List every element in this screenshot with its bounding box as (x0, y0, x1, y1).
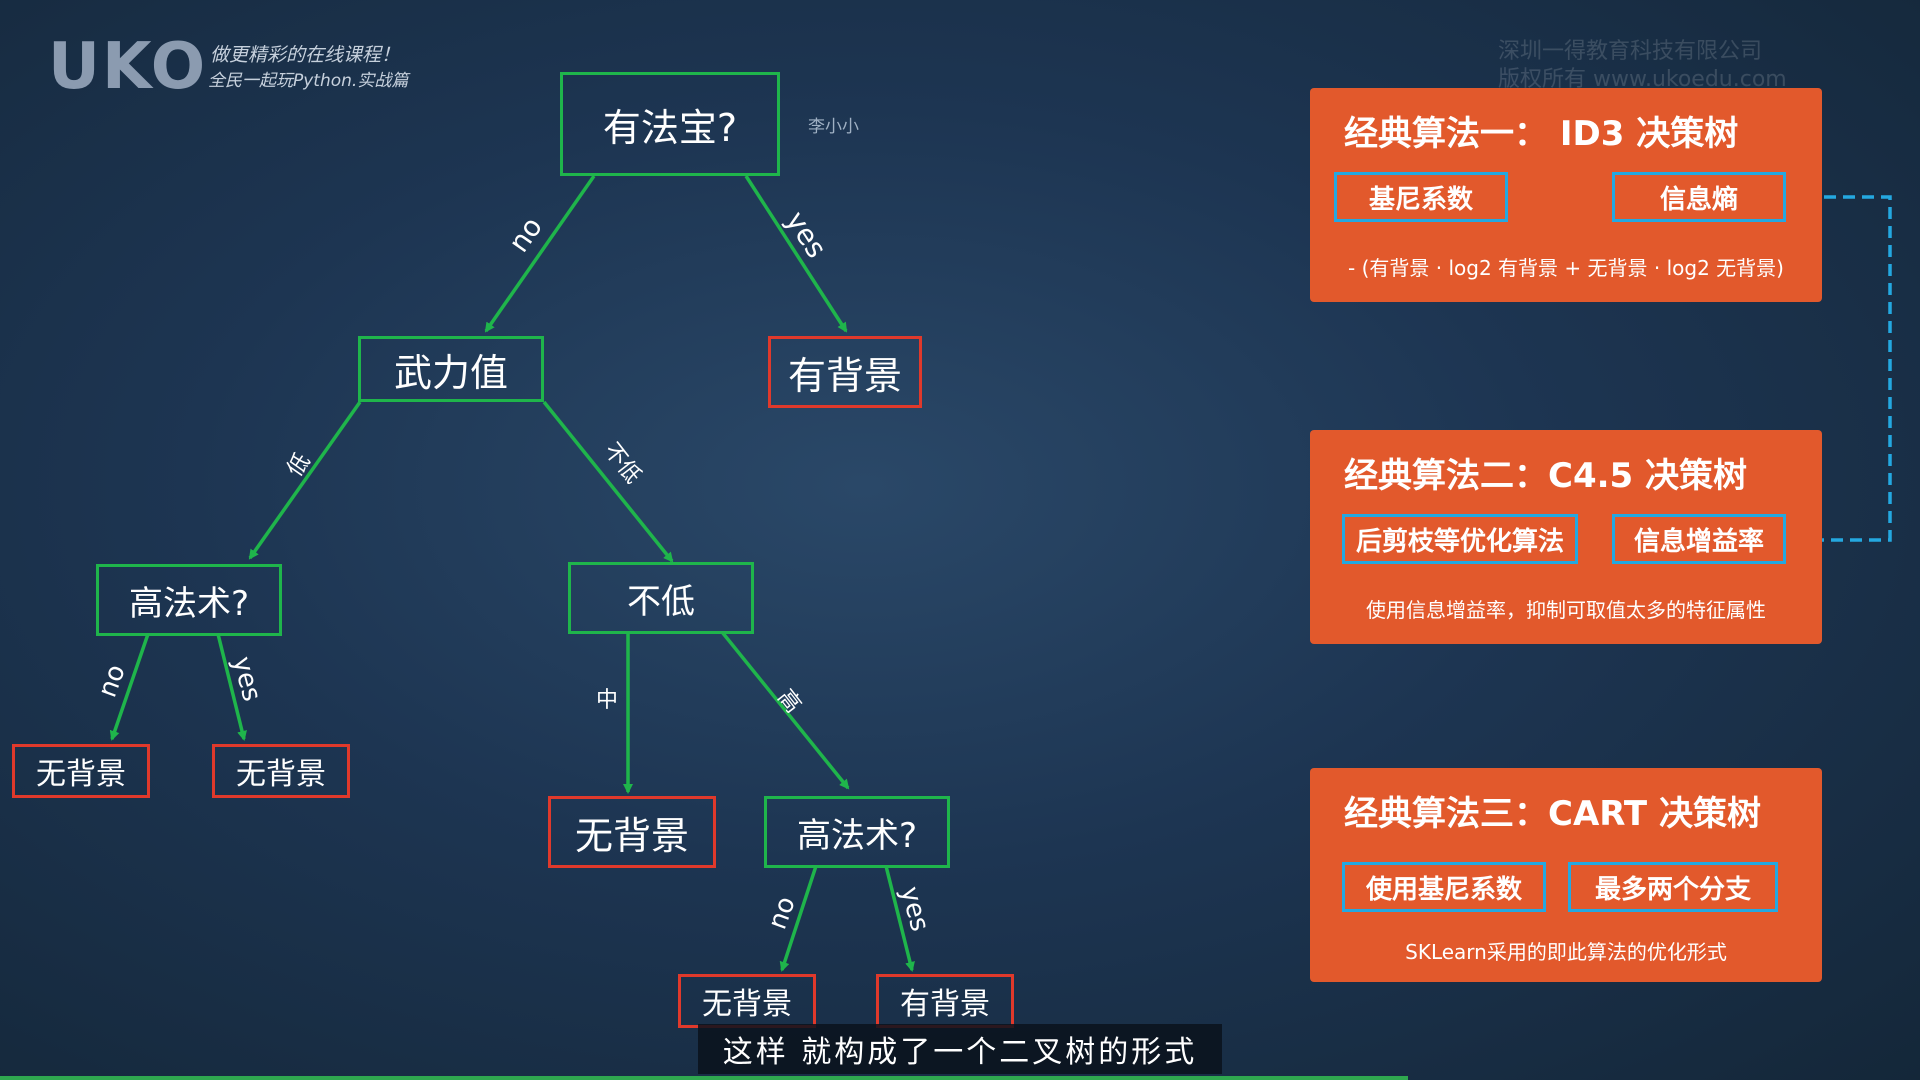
card-id3: 经典算法一： ID3 决策树 基尼系数 信息熵 - (有背景 · log2 有背… (1310, 88, 1822, 302)
card-cart: 经典算法三：CART 决策树 使用基尼系数 最多两个分支 SKLearn采用的即… (1310, 768, 1822, 982)
video-subtitle: 这样 就构成了一个二叉树的形式 (698, 1024, 1222, 1074)
leaf-no-background-mid-label: 无背景 (574, 813, 689, 858)
progress-line (0, 1076, 1408, 1080)
leaf-no-background-mh-no-label: 无背景 (702, 987, 792, 1022)
chip-gain-ratio: 信息增益率 (1612, 514, 1786, 564)
edge-root-yes (744, 175, 848, 333)
card-id3-title: 经典算法一： ID3 决策树 (1344, 114, 1739, 154)
leaf-no-background-mh-no: 无背景 (678, 974, 816, 1028)
watermark-line-2: 版权所有 www.ukoedu.com (1498, 67, 1787, 92)
leaf-no-background-mid: 无背景 (548, 796, 716, 868)
leaf-no-background-ml-no-label: 无背景 (36, 757, 126, 792)
leaf-no-background-ml-yes: 无背景 (212, 744, 350, 798)
node-high-magic-high-label: 高法术? (796, 815, 918, 856)
logo-brand: UKO (48, 30, 208, 104)
edge-root-no (484, 174, 596, 333)
card-id3-formula: - (有背景 · log2 有背景 + 无背景 · log2 无背景) (1348, 256, 1784, 280)
copyright-watermark: 深圳一得教育科技有限公司 版权所有 www.ukoedu.com (1498, 38, 1787, 94)
node-high-magic-high: 高法术? (764, 796, 950, 868)
connector-entropy-to-gainratio (1786, 195, 1892, 546)
card-cart-note: SKLearn采用的即此算法的优化形式 (1405, 940, 1727, 964)
chip-gini: 基尼系数 (1334, 172, 1508, 222)
leaf-has-background-root: 有背景 (768, 336, 922, 408)
edge-mh-yes (884, 865, 915, 972)
leaf-no-background-ml-no: 无背景 (12, 744, 150, 798)
logo-tagline: 做更精彩的在线课程！ (210, 44, 401, 66)
chip-post-pruning: 后剪枝等优化算法 (1342, 514, 1578, 564)
card-cart-title: 经典算法三：CART 决策树 (1344, 794, 1761, 834)
node-high-magic-low: 高法术? (96, 564, 282, 636)
watermark-line-1: 深圳一得教育科技有限公司 (1498, 39, 1763, 64)
edge-label-nl-mid: 中 (596, 688, 619, 713)
node-force-value-label: 武力值 (393, 350, 508, 395)
edge-ml-no (109, 633, 150, 741)
edge-force-low (248, 400, 362, 560)
edge-ml-yes (216, 633, 247, 741)
card-c45: 经典算法二：C4.5 决策树 后剪枝等优化算法 信息增益率 使用信息增益率，抑制… (1310, 430, 1822, 644)
logo-subtagline: 全民一起玩Python.实战篇 (208, 71, 409, 91)
card-c45-title: 经典算法二：C4.5 决策树 (1344, 456, 1748, 496)
node-high-magic-low-label: 高法术? (128, 583, 250, 624)
node-force-value: 武力值 (358, 336, 544, 402)
leaf-no-background-ml-yes-label: 无背景 (236, 757, 326, 792)
leaf-has-background-mh-yes: 有背景 (876, 974, 1014, 1028)
chip-use-gini: 使用基尼系数 (1342, 862, 1546, 912)
leaf-has-background-root-label: 有背景 (787, 353, 902, 398)
chip-entropy: 信息熵 (1612, 172, 1786, 222)
edge-mh-no (779, 865, 818, 972)
card-c45-note: 使用信息增益率，抑制可取值太多的特征属性 (1366, 598, 1766, 622)
edge-nl-high (720, 630, 850, 790)
edge-force-notlow (542, 400, 674, 563)
chip-max-two-branches: 最多两个分支 (1568, 862, 1778, 912)
node-has-treasure: 有法宝? (560, 72, 780, 176)
leaf-has-background-mh-yes-label: 有背景 (900, 987, 990, 1022)
node-not-low-label: 不低 (627, 581, 695, 622)
author-tag: 李小小 (808, 117, 859, 137)
node-has-treasure-label: 有法宝? (602, 105, 738, 150)
node-not-low: 不低 (568, 562, 754, 634)
